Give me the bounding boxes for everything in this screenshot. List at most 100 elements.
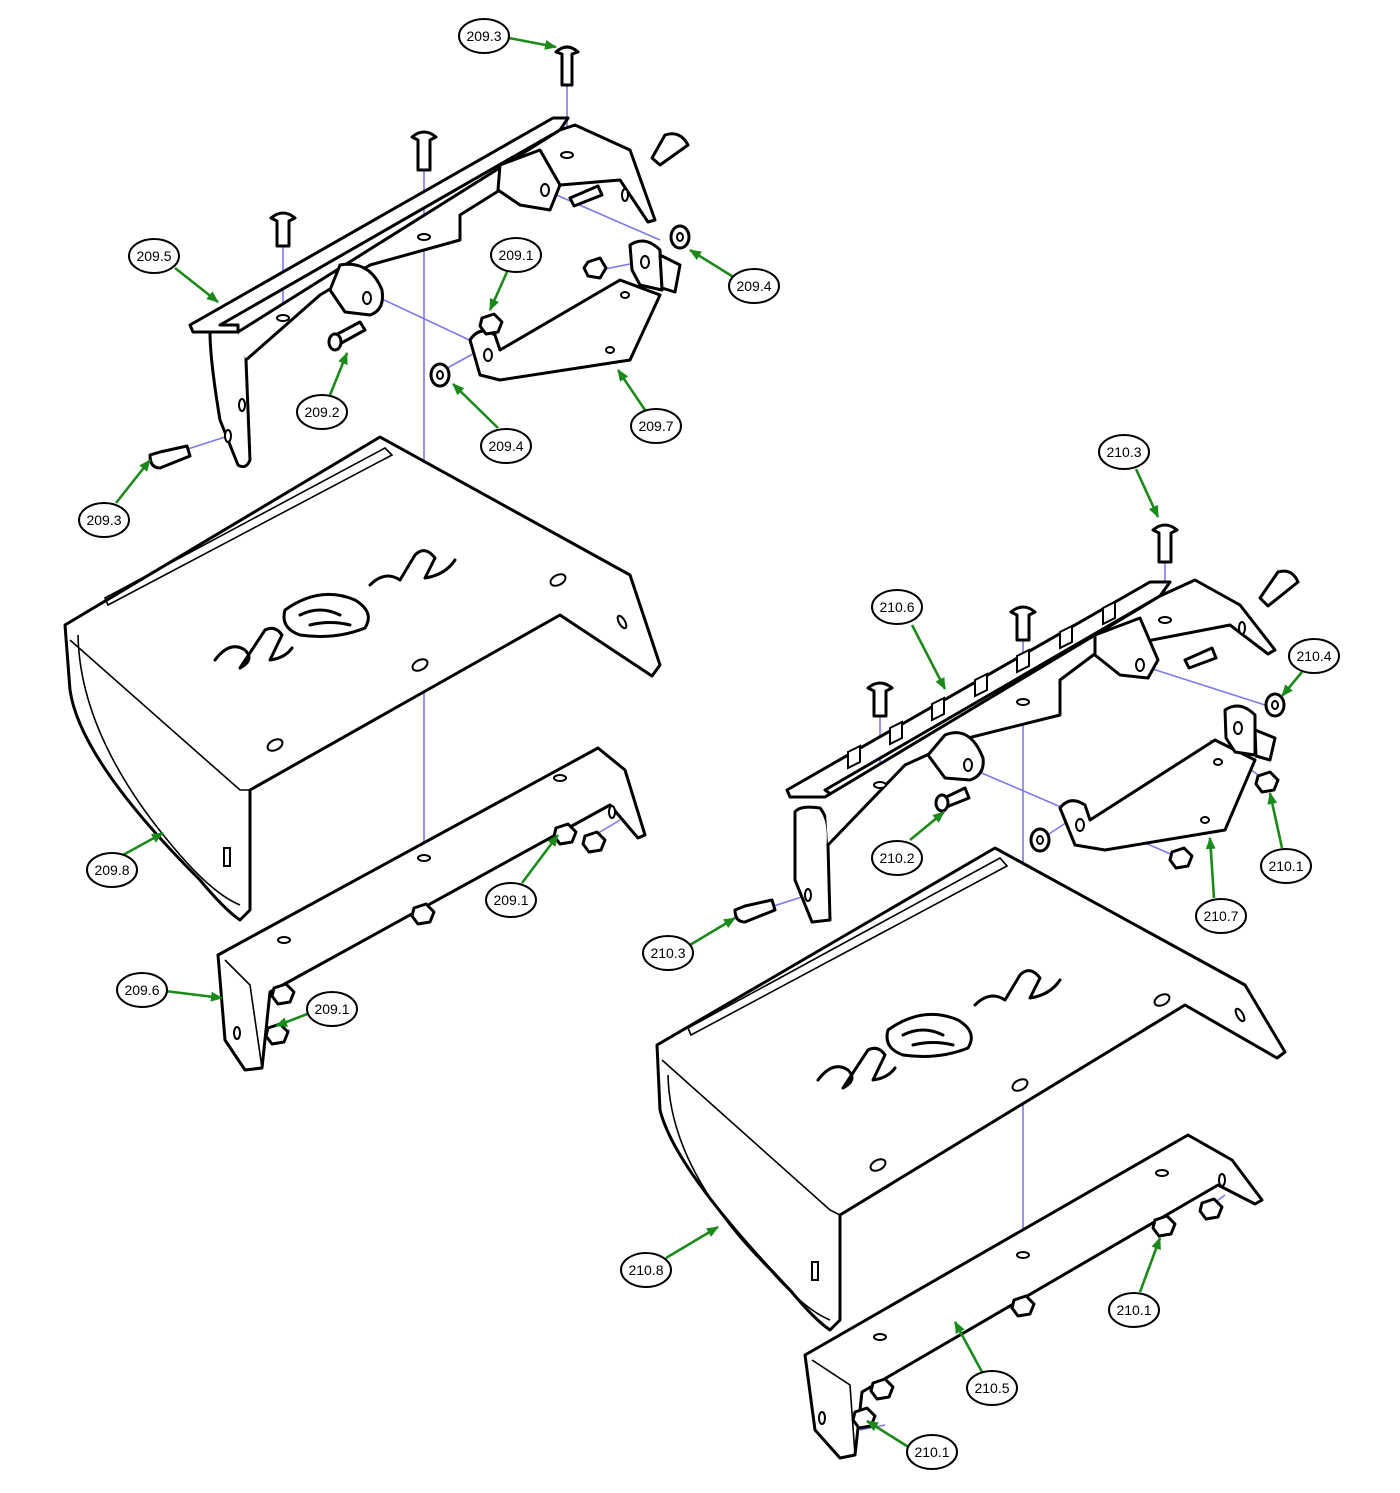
callout-leader-arrow <box>328 352 349 396</box>
callout-label: 209.6 <box>124 982 159 998</box>
callout-209-1: 209.1 <box>275 991 358 1028</box>
cover-210-logo <box>816 969 1062 1090</box>
callout-label: 209.5 <box>136 248 171 264</box>
callout-label: 210.1 <box>1268 858 1303 874</box>
part-209-7-plate-bracket <box>468 239 682 382</box>
callout-leader-arrow <box>866 1419 911 1450</box>
callout-bubble <box>1288 638 1340 674</box>
callout-label: 210.3 <box>650 945 685 961</box>
callout-bubble <box>1260 848 1312 884</box>
callout-bubble <box>906 1434 958 1470</box>
callout-bubble <box>966 1370 1018 1406</box>
callout-leader-arrow <box>122 831 164 857</box>
callout-label: 210.1 <box>914 1444 949 1460</box>
part-209-hardware <box>429 224 691 388</box>
callout-bubble <box>1108 1292 1160 1328</box>
callout-bubble <box>630 408 682 444</box>
part-210-6-top-bracket <box>785 578 1277 924</box>
callout-bubble <box>620 1252 672 1288</box>
callout-bubble <box>86 852 138 888</box>
callout-210-2: 210.2 <box>871 810 945 876</box>
callout-label: 210.5 <box>974 1380 1009 1396</box>
callout-label: 210.6 <box>879 599 914 615</box>
part-209-8-cover <box>63 435 662 922</box>
callout-210-6: 210.6 <box>871 589 947 690</box>
callout-leader-arrow <box>275 1011 311 1028</box>
callout-label: 209.2 <box>304 404 339 420</box>
part-209-2-bolt <box>327 184 604 352</box>
callout-209-3: 209.3 <box>78 459 152 538</box>
callout-210-5: 210.5 <box>953 1321 1018 1406</box>
callout-210-7: 210.7 <box>1195 837 1247 934</box>
callout-209-3: 209.3 <box>458 18 557 54</box>
callout-label: 209.7 <box>638 418 673 434</box>
callout-bubble <box>296 394 348 430</box>
callout-bubble <box>78 502 130 538</box>
callout-leader-arrow <box>1281 671 1303 697</box>
callout-210-4: 210.4 <box>1281 638 1340 697</box>
part-209-5-top-bracket <box>188 116 657 469</box>
callout-210-3: 210.3 <box>1098 434 1160 518</box>
callout-210-3: 210.3 <box>642 916 736 971</box>
part-210-hardware <box>1029 692 1286 870</box>
callout-label: 210.8 <box>628 1262 663 1278</box>
callout-leader-arrow <box>689 916 736 947</box>
callout-210-8: 210.8 <box>620 1225 719 1288</box>
callout-leader-arrow <box>616 369 647 411</box>
callout-leader-arrow <box>910 624 947 690</box>
bracket-210-slots <box>847 600 1116 770</box>
callout-210-1: 210.1 <box>1108 1237 1162 1328</box>
callout-label: 210.2 <box>879 850 914 866</box>
callout-leader-arrow <box>164 989 223 1002</box>
callout-leader-arrow <box>174 266 219 304</box>
callout-bubble <box>1195 898 1247 934</box>
callout-label: 209.3 <box>466 28 501 44</box>
callout-leader-arrow <box>520 834 560 884</box>
callout-leader-arrow <box>1205 837 1216 899</box>
callout-label: 210.7 <box>1203 908 1238 924</box>
callout-bubble <box>116 972 168 1008</box>
part-209-6-bottom-bracket <box>216 746 647 1072</box>
callout-bubble <box>728 268 780 304</box>
callout-209-4: 209.4 <box>689 248 780 304</box>
callout-bubble <box>128 238 180 274</box>
callout-label: 210.3 <box>1106 444 1141 460</box>
callout-209-7: 209.7 <box>616 369 682 444</box>
callout-leader-arrow <box>1134 468 1160 518</box>
callout-leader-arrow <box>508 36 557 50</box>
assembly-210 <box>655 523 1300 1460</box>
callout-bubble <box>490 237 542 273</box>
part-210-7-plate-bracket <box>1058 704 1277 852</box>
callouts: 209.3 209.5 209.1 209.4 209.2 209.4 209.7 209.3… <box>78 18 1340 1470</box>
callout-209-5: 209.5 <box>128 238 219 304</box>
callout-leader-arrow <box>1267 792 1284 849</box>
part-210-3-carriage-bolts <box>733 523 1300 924</box>
callout-bubble <box>480 428 532 464</box>
callout-209-1: 209.1 <box>485 834 560 918</box>
callout-209-6: 209.6 <box>116 972 223 1008</box>
callout-bubble <box>871 840 923 876</box>
callout-leader-arrow <box>665 1225 719 1260</box>
callout-209-4: 209.4 <box>452 383 532 464</box>
callout-label: 209.1 <box>498 247 533 263</box>
callout-bubble <box>485 882 537 918</box>
callout-210-1: 210.1 <box>866 1419 958 1470</box>
callout-leader-arrow <box>1138 1237 1162 1293</box>
callout-bubble <box>458 18 510 54</box>
callout-label: 209.4 <box>736 278 771 294</box>
callout-label: 210.4 <box>1296 648 1331 664</box>
callout-label: 209.1 <box>493 892 528 908</box>
callout-bubble <box>306 991 358 1027</box>
callout-209-2: 209.2 <box>296 352 349 430</box>
part-210-5-bottom-bracket <box>803 1133 1264 1460</box>
callout-leader-arrow <box>452 383 499 429</box>
callout-leader-arrow <box>953 1321 984 1373</box>
callout-bubble <box>642 935 694 971</box>
callout-209-1: 209.1 <box>488 237 542 311</box>
callout-210-1: 210.1 <box>1260 792 1312 884</box>
callout-leader-arrow <box>488 271 509 311</box>
cover-209-logo <box>213 549 457 670</box>
callout-bubble <box>871 589 923 625</box>
part-209-3-carriage-bolts <box>148 45 690 470</box>
